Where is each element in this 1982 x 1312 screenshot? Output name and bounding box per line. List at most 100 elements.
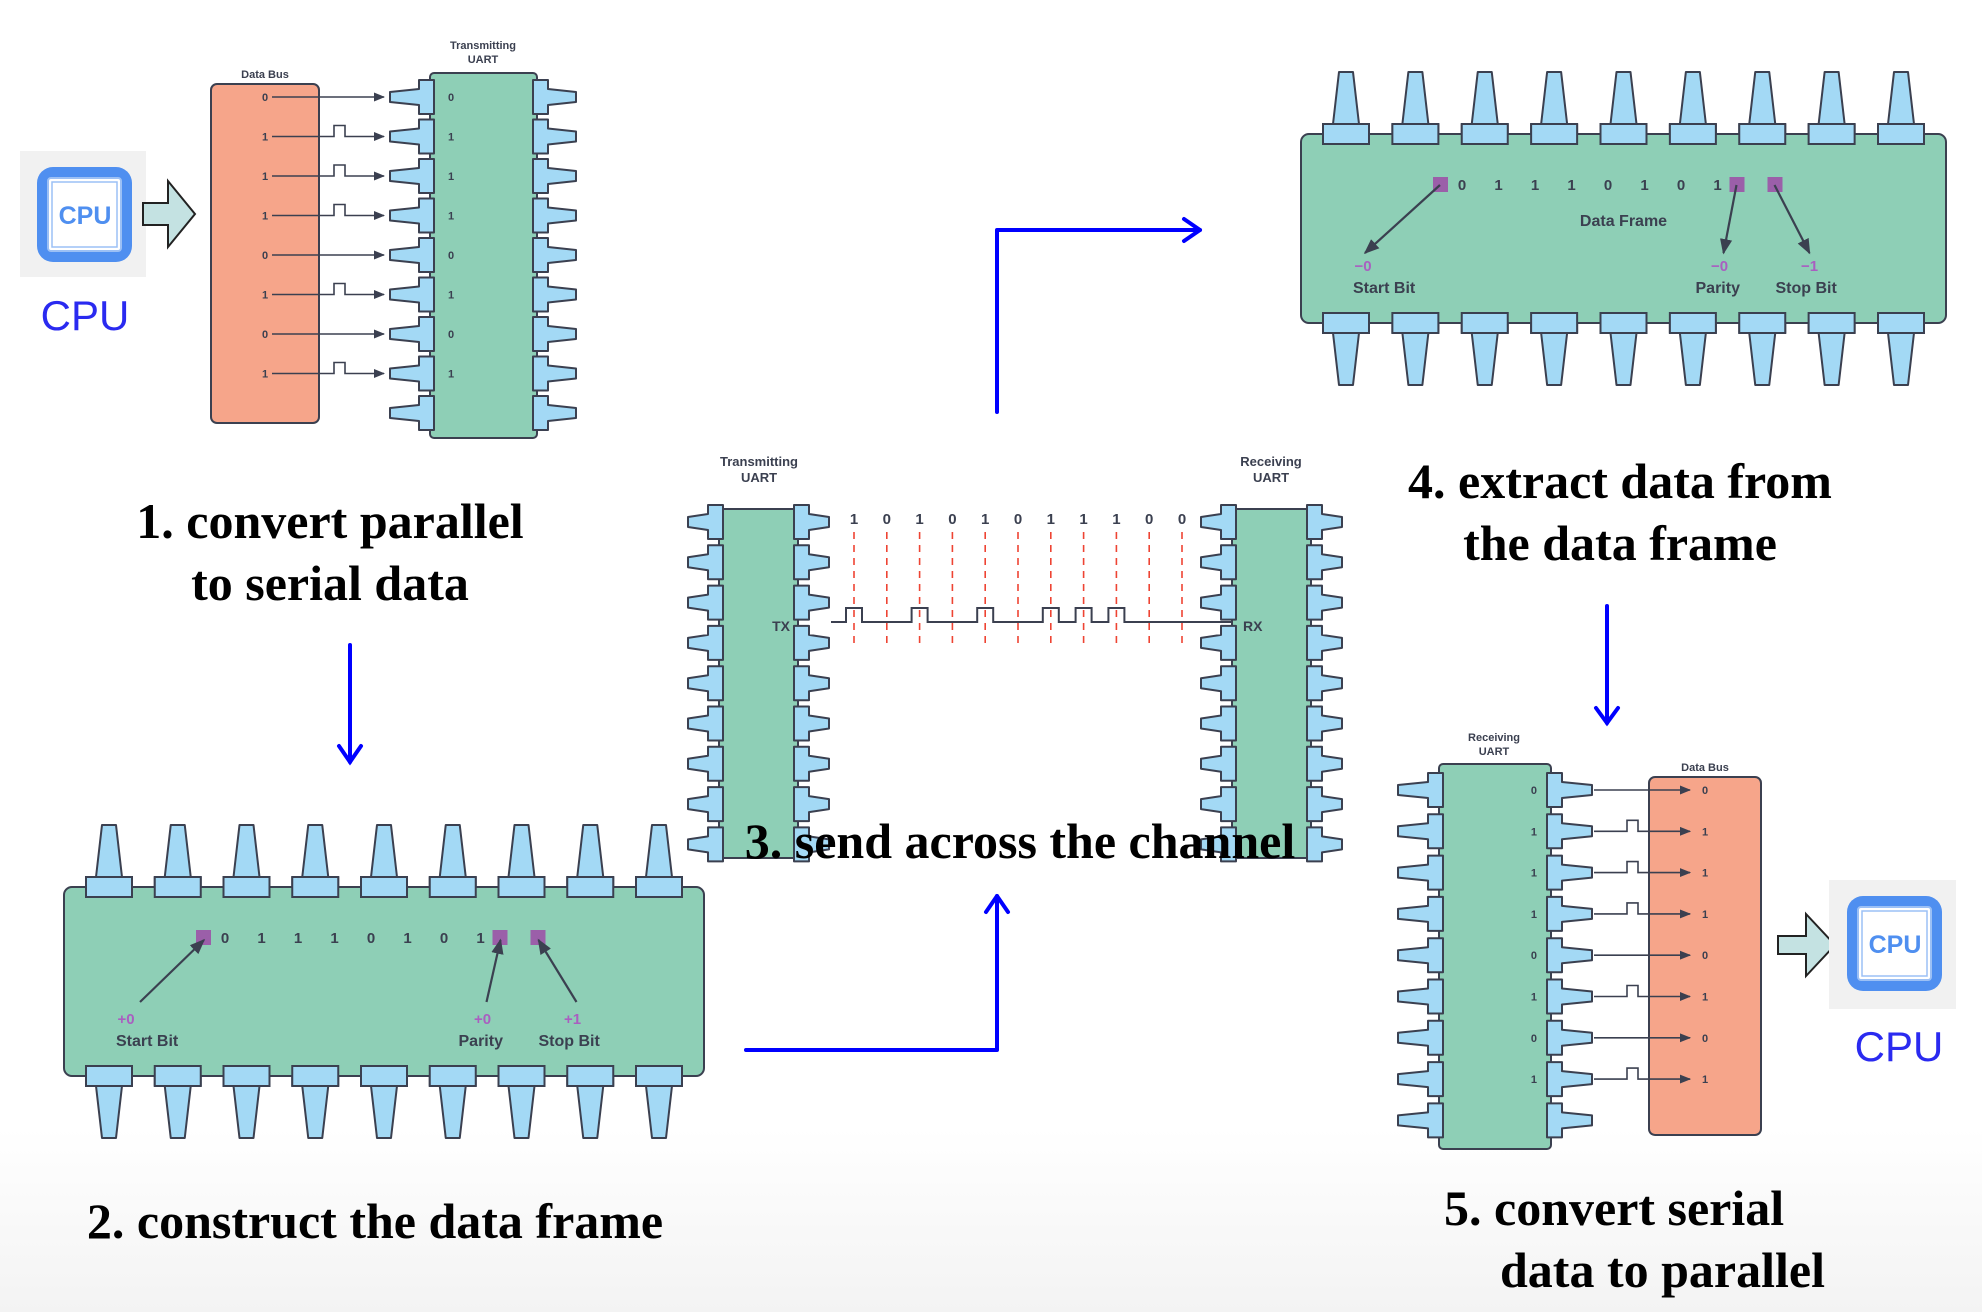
- uart-left-pin: [1397, 772, 1444, 808]
- uart-right-pin: [532, 316, 577, 352]
- parallel-wire: [272, 282, 386, 299]
- tx-left-pin: [687, 745, 724, 782]
- bottom-pin-base: [1460, 312, 1509, 334]
- tx-right-pin: [793, 705, 830, 742]
- bottom-pin-base: [1738, 312, 1787, 334]
- bottom-pin-base: [428, 1065, 477, 1087]
- rx-left-pin: [1200, 786, 1237, 823]
- uart-bit-label: 1: [448, 290, 454, 302]
- uart-left-pin: [389, 118, 435, 155]
- frame-bit: 1: [1531, 177, 1539, 194]
- parallel-wire: [272, 361, 386, 378]
- uart-bit-label: 0: [1531, 1033, 1537, 1045]
- rx-right-pin: [1306, 665, 1343, 702]
- bus-bit-label: 1: [262, 211, 268, 223]
- start-bit-arrow: [1363, 184, 1441, 255]
- rx-right-pin: [1306, 584, 1343, 621]
- bus-bit-label: 0: [1702, 1033, 1708, 1045]
- parallel-wire: [1594, 984, 1692, 1001]
- uart-left-pin: [1397, 895, 1444, 932]
- serial-bit-label: 1: [981, 511, 989, 528]
- uart-left-pin: [1397, 978, 1444, 1015]
- bottom-pin-base: [222, 1065, 271, 1087]
- top-pin-base: [1599, 123, 1648, 145]
- serial-bit-label: 1: [915, 511, 923, 528]
- top-pin-base: [497, 876, 546, 898]
- data-frame-label: Data Frame: [1580, 213, 1667, 230]
- step3-title: 3. send across the channel: [700, 810, 1340, 872]
- tx-right-pin: [793, 826, 830, 863]
- data-bus-box: [210, 83, 320, 424]
- frame-bit: 0: [1604, 177, 1612, 194]
- uart-left-pin: [389, 197, 435, 234]
- top-pin-base: [1668, 123, 1717, 145]
- tx-right-pin: [793, 665, 830, 702]
- tx-left-pin: [687, 584, 724, 621]
- bottom-pin-base: [1322, 312, 1370, 334]
- uart-left-pin: [389, 395, 435, 431]
- step1-title: 1. convert parallel to serial data: [110, 490, 550, 614]
- bottom-pin-base: [1530, 312, 1579, 334]
- uart-right-pin: [1546, 937, 1593, 974]
- stop-bit-value: +1: [564, 1011, 581, 1028]
- stop-bit-arrow: [537, 938, 578, 1003]
- step4-title-line2: the data frame: [1463, 515, 1777, 571]
- start-bit-label: Start Bit: [116, 1033, 179, 1050]
- block-arrow-right-icon: [1777, 911, 1837, 979]
- bottom-pin-base: [1599, 312, 1648, 334]
- cpu-label-destination: CPU: [1855, 1023, 1944, 1070]
- tx-right-pin: [793, 745, 830, 782]
- frame-bit: 1: [403, 930, 411, 947]
- bottom-pin-base: [566, 1065, 615, 1087]
- flow-arrow-4-to-5: [1594, 604, 1620, 727]
- uart-left-pin: [1397, 1102, 1444, 1139]
- rx-right-pin: [1306, 826, 1343, 863]
- uart-right-pin: [1546, 978, 1593, 1015]
- rx-right-pin: [1306, 745, 1343, 782]
- rx-uart-chip: [1231, 508, 1312, 859]
- rx-right-pin: [1306, 705, 1343, 742]
- parallel-wire: [272, 203, 386, 220]
- rx-left-pin: [1200, 624, 1237, 661]
- bottom-pin-base: [291, 1065, 340, 1087]
- uart-right-pin: [1546, 1019, 1593, 1056]
- parity-label: Parity: [459, 1033, 504, 1050]
- uart-right-pin: [532, 197, 577, 234]
- step2-title-text: 2. construct the data frame: [86, 1193, 664, 1249]
- parallel-wire: [272, 164, 386, 181]
- frame-bit: 1: [330, 930, 338, 947]
- tx-left-pin: [687, 705, 724, 742]
- top-pin-base: [1877, 123, 1925, 145]
- serial-bit-label: 1: [1079, 511, 1087, 528]
- stop-bit-marker: [1767, 177, 1783, 192]
- uart-right-pin: [532, 395, 577, 431]
- step3-group: Transmitting UART Receiving UART TX RX 1…: [687, 454, 1343, 863]
- top-pin-base: [635, 876, 683, 898]
- uart-right-pin: [1546, 1061, 1593, 1098]
- frame-bit: 0: [1458, 177, 1466, 194]
- bus-bit-label: 0: [1702, 950, 1708, 962]
- tx-right-pin: [793, 624, 830, 661]
- start-bit-arrow: [139, 938, 206, 1003]
- start-bit-value: +0: [117, 1011, 134, 1028]
- start-bit-label: Start Bit: [1353, 280, 1416, 297]
- uart-right-pin: [532, 158, 577, 194]
- uart-right-pin: [1546, 772, 1593, 808]
- bottom-pin-base: [360, 1065, 408, 1087]
- uart-bit-label: 1: [448, 211, 454, 223]
- uart-right-pin: [532, 79, 577, 115]
- cpu-icon-destination: CPU: [1829, 880, 1956, 1009]
- bottom-pin-base: [635, 1065, 683, 1087]
- step5-title: 5. convert serial data to parallel: [1430, 1177, 1900, 1301]
- parity-arrow: [485, 938, 504, 1003]
- uart-left-pin: [389, 158, 435, 194]
- uart-bit-label: 1: [448, 171, 454, 183]
- serial-bit-label: 0: [1014, 511, 1022, 528]
- uart-left-pin: [1397, 1019, 1444, 1056]
- top-pin-base: [1807, 123, 1856, 145]
- parity-arrow: [1720, 184, 1738, 255]
- bus-bit-label: 1: [1702, 1074, 1708, 1086]
- uart-bit-label: 0: [448, 92, 454, 104]
